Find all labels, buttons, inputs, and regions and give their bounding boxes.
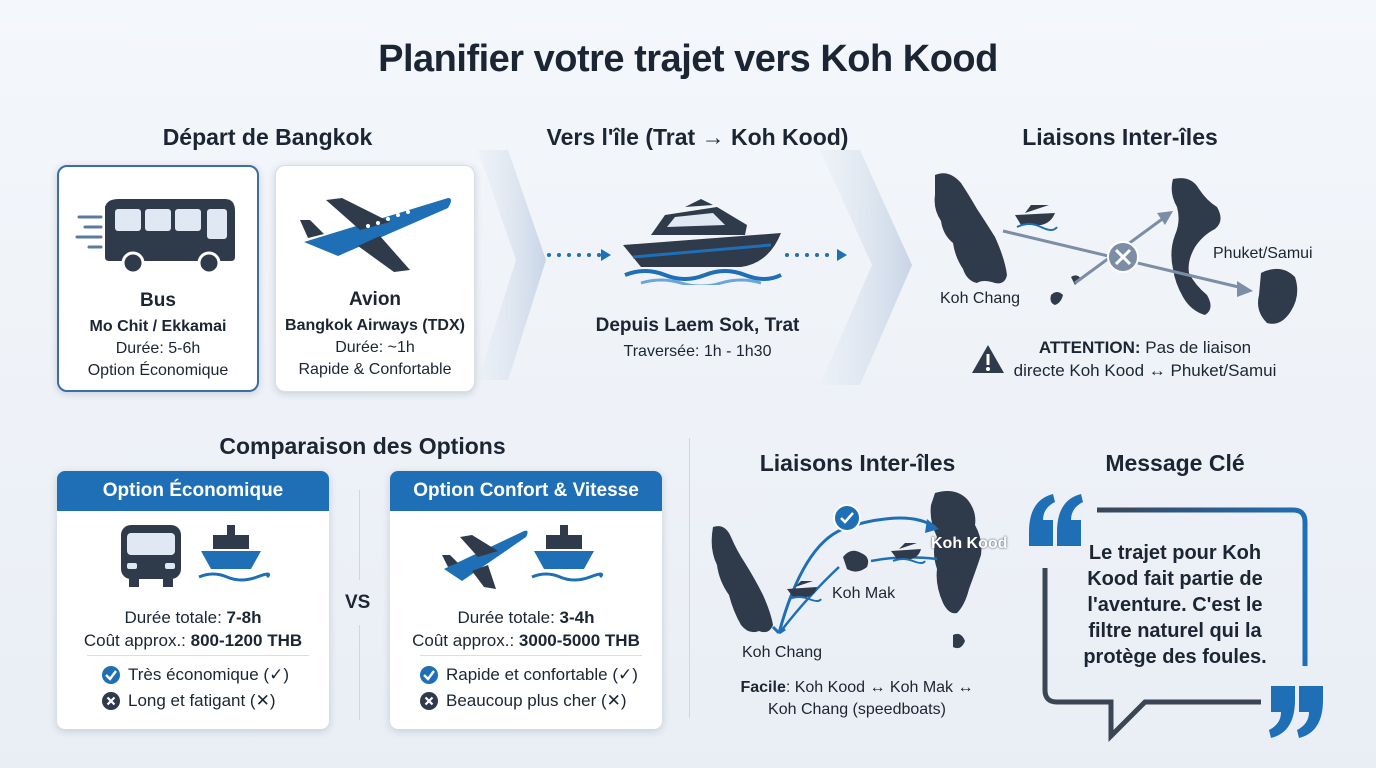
bus-line1: Mo Chit / Ekkamai [89,318,227,335]
interisland-bottom-map [711,491,982,649]
eco-dur-value: 7-8h [226,608,262,627]
option-comfort-header: Option Confort & Vitesse [390,471,662,511]
label-koh-mak: Koh Mak [832,585,896,602]
plane-small-icon [442,530,528,589]
quote-icon [1029,494,1083,546]
cross-icon [420,692,438,710]
ship-icon [531,525,604,582]
bus-card[interactable]: Bus Mo Chit / Ekkamai Durée: 5-6h Option… [57,165,259,392]
interisland-bottom-heading: Liaisons Inter-îles [759,450,956,476]
message-line3: l'aventure. C'est le [1087,594,1263,616]
message-line1: Le trajet pour Koh [1088,542,1262,564]
comparison-heading: Comparaison des Options [219,433,506,459]
page-title: Planifier votre trajet vers Koh Kood [378,38,998,80]
flow-chevron-2 [820,150,912,385]
label-koh-chang-bottom: Koh Chang [742,644,823,661]
koh-chang-island-shape [934,173,1007,284]
bus-line2: Durée: 5-6h [115,340,201,357]
koh-chang-shape [711,526,773,633]
interisland-top-map [934,173,1298,324]
label-phuket-samui: Phuket/Samui [1213,245,1313,262]
bus-line3: Option Économique [87,362,229,379]
speedboat-icon [787,581,822,602]
flow-chevron-1 [478,150,546,380]
bus-front-icon [121,525,181,587]
plane-line3: Rapide & Confortable [298,361,452,378]
interisland-top-heading: Liaisons Inter-îles [1022,124,1218,150]
ship-icon [198,525,271,582]
label-koh-kood: Koh Kood [931,535,1008,552]
warning-text2: directe Koh Kood ↔ Phuket/Samui [1013,361,1277,380]
eco-dur-label: Durée totale: [124,608,227,627]
island-line2: Traversée: 1h - 1h30 [623,343,772,360]
boat-icon [547,199,847,285]
eco-cost-value: 800-1200 THB [190,631,303,650]
note-text2: Koh Chang (speedboats) [768,701,946,718]
island-heading: Vers l'île (Trat → Koh Kood) [546,124,849,150]
island-line1: Depuis Laem Sok, Trat [595,315,800,336]
option-comfort-card[interactable]: Option Confort & Vitesse Durée totale: 3… [390,471,662,729]
comfort-dur-value: 3-4h [559,608,595,627]
plane-line2: Durée: ~1h [335,339,415,356]
plane-line1: Bangkok Airways (TDX) [285,317,465,334]
label-koh-chang-top: Koh Chang [940,290,1021,307]
option-eco-card[interactable]: Option Économique Durée totale: 7-8h Coû… [57,471,329,729]
plane-card[interactable]: Avion Bangkok Airways (TDX) Durée: ~1h R… [275,165,475,392]
plane-icon [300,198,451,272]
comfort-cost-value: 3000-5000 THB [518,631,640,650]
check-icon [420,666,438,684]
eco-pro: Très économique (✓) [128,665,290,684]
warning-bold: ATTENTION: [1038,338,1141,357]
comfort-pro: Rapide et confortable (✓) [446,665,638,684]
cross-icon [102,692,120,710]
note-text1: : Koh Kood ↔ Koh Mak ↔ [785,679,974,696]
warning-text1: Pas de liaison [1140,338,1252,357]
samui-island-shape [1258,268,1298,324]
warning-icon [972,345,1004,373]
phuket-island-shape [1171,178,1221,315]
note-bold: Facile [740,679,786,696]
bus-name: Bus [140,290,176,311]
message-line5: protège des foules. [1083,646,1267,668]
quote-icon [1269,686,1323,738]
vs-label: VS [345,592,371,613]
speedboat-icon [1015,205,1058,231]
eco-con: Long et fatigant (✕) [128,691,276,710]
comfort-cost-label: Coût approx.: [412,631,519,650]
koh-kood-shape [930,491,982,614]
message-heading: Message Clé [1105,450,1245,476]
plane-name: Avion [348,289,402,310]
comfort-dur-label: Durée totale: [457,608,560,627]
koh-mak-shape [843,550,869,572]
comfort-con: Beaucoup plus cher (✕) [446,691,627,710]
check-icon [102,666,120,684]
option-eco-header: Option Économique [57,471,329,511]
speedboat-icon [891,543,926,564]
bus-icon [75,199,235,275]
quote-bubble [1029,494,1323,743]
departure-heading: Départ de Bangkok [162,124,373,150]
section-divider [689,438,690,718]
message-line2: Kood fait partie de [1087,568,1263,590]
message-line4: filtre naturel qui la [1088,620,1262,642]
eco-cost-label: Coût approx.: [83,631,191,650]
